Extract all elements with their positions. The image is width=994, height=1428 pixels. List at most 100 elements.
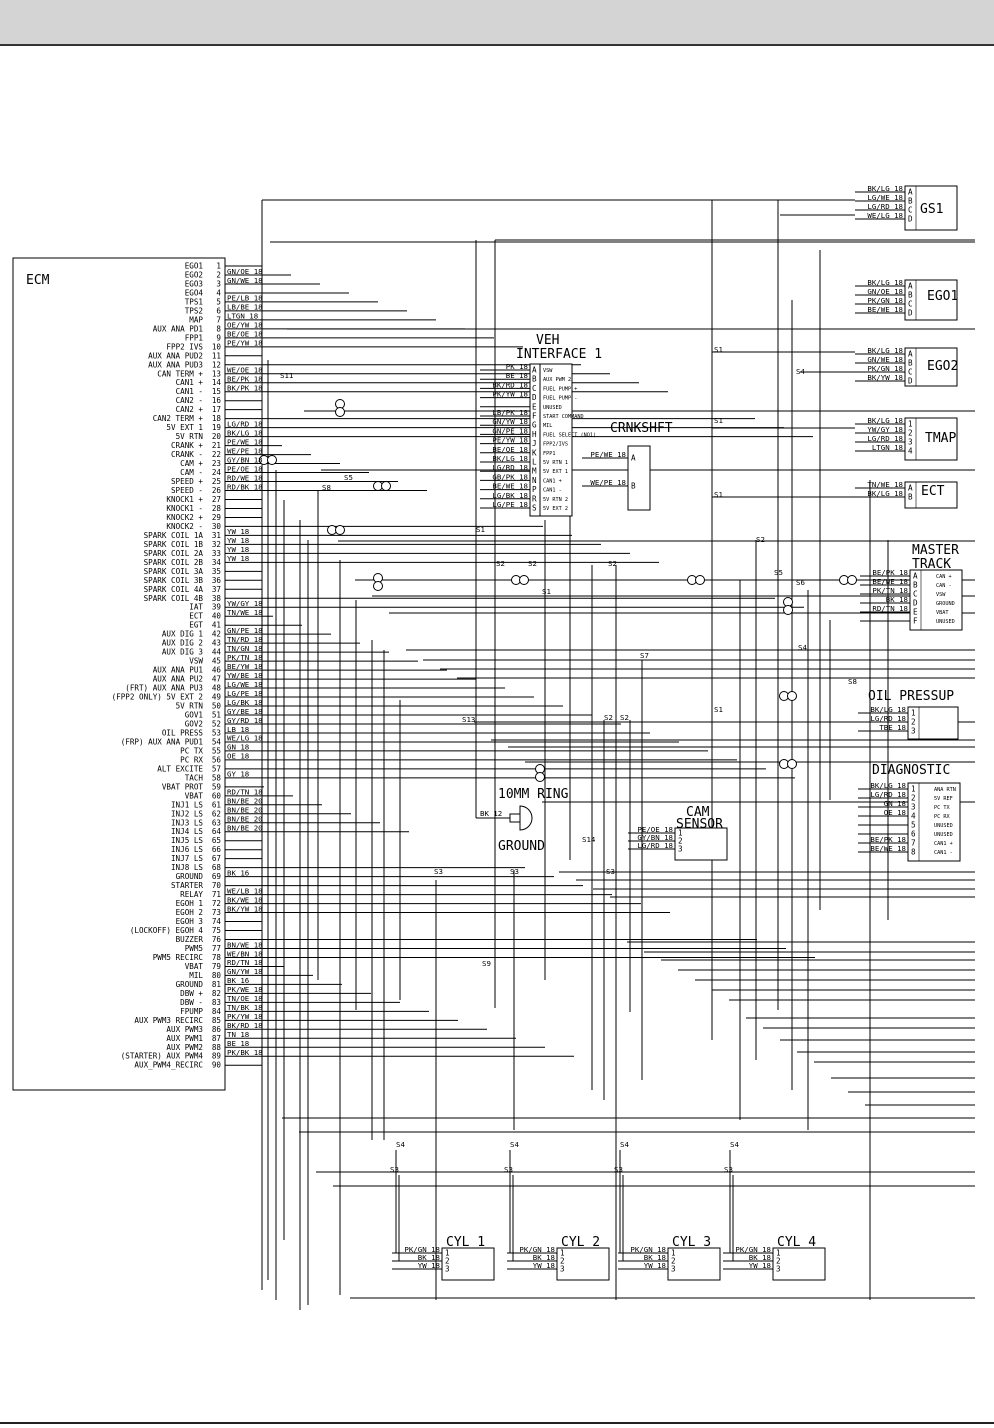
master-pin-column [920, 569, 963, 631]
cyl-box [772, 1247, 826, 1281]
veh-wire-label: PK 18 [506, 362, 528, 371]
splice-label: S6 [796, 578, 805, 587]
splice-label: S1 [542, 587, 551, 596]
master-func: CAN - [936, 583, 952, 589]
ecm-wire-label: BE 18 [227, 1039, 249, 1048]
ego1-pin: A [908, 282, 913, 291]
veh-pin: N [532, 476, 537, 485]
ecm-pin-label: SPARK COIL 2A [144, 549, 204, 558]
ecm-pin-number: 3 [216, 279, 221, 288]
ecm-pin-number: 67 [212, 854, 221, 863]
splice-label: S4 [798, 643, 807, 652]
ecm-wire-label: BK 16 [227, 976, 249, 985]
ecm-pin-number: 34 [212, 558, 222, 567]
master-pin: E [913, 608, 918, 617]
ecm-pin-label: AUX ANA PUD2 [148, 351, 203, 360]
diag-title: DIAGNOSTIC [872, 763, 950, 778]
cyl-box [667, 1247, 721, 1281]
veh-wire-label: GB/PK 18 [492, 472, 528, 481]
master-func: VBAT [936, 610, 949, 616]
diag-pin: 4 [911, 812, 916, 821]
ecm-pin-label: SPEED + [171, 477, 203, 486]
ecm-pin-number: 40 [212, 612, 222, 621]
ecm-pin-number: 11 [212, 351, 222, 360]
ecm-pin-number: 65 [212, 836, 221, 845]
ecm-pin-number: 24 [212, 468, 222, 477]
ecm-pin-number: 76 [212, 935, 222, 944]
veh-wire-label: BE 18 [506, 371, 528, 380]
cyl-wire-label: BK 18 [644, 1253, 666, 1262]
ecm-pin-number: 12 [212, 360, 221, 369]
diag-wire-label: BK/LG 18 [870, 781, 906, 790]
oil-title: OIL PRESSUP [868, 689, 954, 704]
veh-pin: L [532, 458, 537, 467]
cyl-pin: 3 [560, 1265, 565, 1274]
cam-pin: 3 [678, 845, 683, 854]
splice-label: S11 [280, 371, 293, 380]
ecm-pin-label: ALT EXCITE [157, 764, 203, 773]
ego1-wire-label: PK/GN 18 [867, 296, 903, 305]
ecm-pin-number: 68 [212, 863, 222, 872]
cyl-wire-label: PK/GN 18 [519, 1245, 555, 1254]
ecm-pin-number: 30 [212, 522, 222, 531]
ecm-pin-number: 32 [212, 540, 221, 549]
ecm-wire-label: WE/BN 18 [227, 949, 263, 958]
veh-pin: R [532, 494, 537, 503]
tmap-wire-label: LTGN 18 [872, 443, 903, 452]
splice-label: S13 [462, 715, 475, 724]
twisted-pair-icon [787, 691, 797, 701]
twisted-pair-icon [695, 575, 705, 585]
ecm-wire-label: GY 18 [227, 770, 249, 779]
veh-wire-label: LG/BK 18 [492, 491, 528, 500]
ecm-pin-number: 66 [212, 845, 222, 854]
oil-box [907, 706, 959, 740]
ecm-pin-number: 16 [212, 396, 222, 405]
gs1-pin: D [908, 215, 913, 224]
diag-func: UNUSED [934, 832, 953, 838]
ecm-wire-label: OE/YW 18 [227, 321, 263, 330]
ecm-pin-number: 44 [212, 648, 222, 657]
ecm-pin-number: 7 [216, 315, 221, 324]
ecm-pin-label: AUX PWM2 [166, 1043, 203, 1052]
ecm-pin-number: 35 [212, 567, 221, 576]
ecm-pin-label: SPARK COIL 1A [144, 531, 204, 540]
ecm-pin-label: SPARK COIL 4A [144, 585, 204, 594]
ecm-wire-label: PE/WE 18 [227, 437, 263, 446]
ecm-wire-label: TN 18 [227, 1030, 249, 1039]
ecm-wire-label: TN/BK 18 [227, 1003, 263, 1012]
ecm-wire-label: RD/BK 18 [227, 482, 263, 491]
ecm-pin-number: 73 [212, 908, 221, 917]
ecm-wire-label: GN/YW 18 [227, 967, 263, 976]
cam-pin: 2 [678, 837, 683, 846]
ecm-pin-number: 72 [212, 899, 221, 908]
ecm-pin-label: PWM5 [185, 944, 203, 953]
ecm-wire-label: PK/WE 18 [227, 985, 263, 994]
ecm-pin-label: AUX DIG 3 [162, 648, 203, 657]
twisted-pair-icon [335, 407, 345, 417]
diag-wire-label: LG/RD 18 [870, 790, 906, 799]
cyl-title: CYL 1 [446, 1235, 485, 1250]
ecm-pin-label: ECT [189, 612, 203, 621]
cyl-pin: 2 [776, 1257, 781, 1266]
cyl-feed-wire [392, 1150, 397, 1254]
diag-wire-label: BE/PK 18 [870, 835, 906, 844]
ecm-wire-label: LG/RD 18 [227, 419, 263, 428]
cyl-pin: 1 [445, 1249, 450, 1258]
diag-func: 5V REF [934, 796, 953, 802]
ecm-pin-label: INJ6 LS [171, 845, 203, 854]
master-pin: B [913, 581, 918, 590]
ecm-wire-label: BN/BE 20 [227, 797, 263, 806]
splice-label: S4 [730, 1140, 739, 1149]
tmap-pin-column [915, 417, 958, 461]
diag-pin: 7 [911, 839, 916, 848]
oil-pin: 1 [911, 709, 916, 718]
veh-wire-label: LG/RD 18 [492, 463, 528, 472]
ecm-wire-label: TN/RD 18 [227, 635, 263, 644]
ecm-pin-number: 21 [212, 441, 222, 450]
veh-func: FUEL PUMP - [543, 396, 577, 402]
ecm-pin-label: (FRP) AUX ANA PUD1 [121, 737, 204, 746]
ecm-pin-number: 64 [212, 827, 222, 836]
ecm-wire-label: YW/GY 18 [227, 599, 263, 608]
ecm-pin-number: 18 [212, 414, 222, 423]
ect-pin: B [908, 493, 913, 502]
